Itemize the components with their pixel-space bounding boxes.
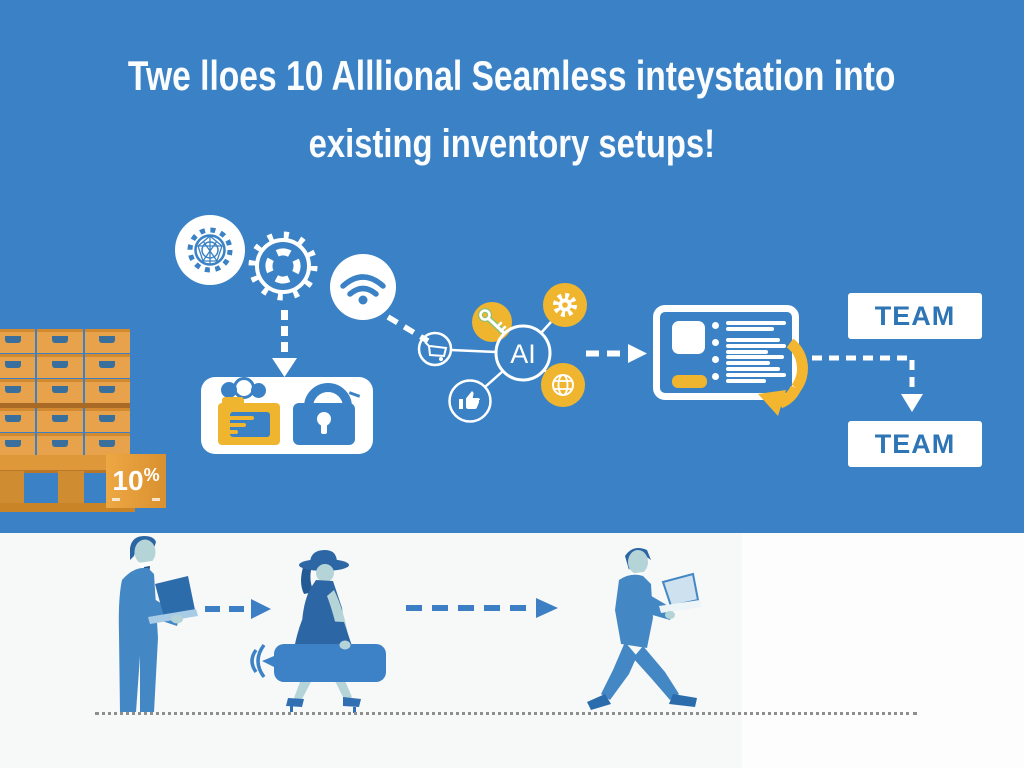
crate-stack-upper bbox=[0, 329, 130, 403]
standing-man-with-laptop bbox=[118, 536, 198, 712]
list-bullet bbox=[712, 373, 719, 380]
pallet-leg bbox=[58, 471, 84, 503]
wifi-icon bbox=[330, 254, 396, 320]
pallet-leg bbox=[0, 471, 24, 503]
badge-mark bbox=[112, 498, 120, 501]
padlock-icon bbox=[293, 403, 355, 445]
team-box-top: TEAM bbox=[848, 293, 982, 339]
list-bullet bbox=[712, 322, 719, 329]
hat-crown bbox=[310, 550, 337, 563]
mesh-gear-icon bbox=[175, 215, 245, 285]
walking-woman-with-briefcase bbox=[250, 550, 386, 713]
crate bbox=[0, 329, 36, 353]
list-line bbox=[726, 350, 768, 354]
walking-man-with-laptop bbox=[587, 548, 702, 710]
security-panel bbox=[201, 377, 373, 454]
wifi-glyph bbox=[340, 274, 386, 305]
dashed-connector-diagonal bbox=[386, 314, 430, 344]
crate bbox=[37, 354, 83, 378]
badge-mark bbox=[152, 498, 160, 501]
ai-label: AI bbox=[510, 339, 536, 369]
flow-arrow-2 bbox=[406, 598, 558, 618]
list-line bbox=[726, 338, 780, 342]
pallet-bottom-plank bbox=[0, 503, 135, 512]
list-line bbox=[726, 373, 786, 377]
checklist-panel-icon bbox=[653, 305, 799, 400]
crate bbox=[0, 354, 36, 378]
gear-icon bbox=[543, 283, 587, 327]
card-line bbox=[224, 430, 238, 434]
list-line bbox=[726, 367, 780, 371]
crate bbox=[37, 329, 83, 353]
list-line bbox=[726, 361, 770, 365]
card-line bbox=[224, 423, 246, 427]
laptop-screen bbox=[661, 572, 700, 608]
crate bbox=[0, 408, 36, 432]
folder-tab bbox=[222, 397, 244, 405]
team-label-bottom: TEAM bbox=[874, 428, 956, 459]
headline-line-2: existing inventory setups! bbox=[308, 122, 716, 166]
crate bbox=[84, 354, 130, 378]
thumbs-up-icon bbox=[448, 379, 492, 423]
crate bbox=[37, 408, 83, 432]
list-line bbox=[726, 327, 774, 331]
folder-documents-icon bbox=[218, 397, 280, 445]
dashboard-thumbnail bbox=[672, 321, 705, 354]
discount-percent: % bbox=[143, 464, 160, 485]
crate bbox=[84, 433, 130, 457]
team-connector-dashed bbox=[812, 355, 923, 412]
list-line bbox=[726, 321, 786, 325]
discount-number: 10 bbox=[112, 465, 144, 496]
mesh-gear-glyph bbox=[187, 227, 233, 273]
crate bbox=[84, 408, 130, 432]
list-line bbox=[726, 344, 786, 348]
signal-waves-icon bbox=[250, 648, 258, 674]
bottom-section-highlight bbox=[742, 533, 1024, 768]
list-bullet bbox=[712, 339, 719, 346]
shopping-cart-icon bbox=[417, 331, 453, 367]
refresh-arrow-icon bbox=[758, 338, 808, 416]
folder-card bbox=[224, 412, 270, 437]
ai-hub-cluster: AI bbox=[417, 283, 587, 423]
list-line bbox=[726, 379, 766, 383]
gear-outline-icon bbox=[248, 231, 318, 301]
headline-line-1: Twe lloes 10 Alllional Seamless inteysta… bbox=[128, 52, 896, 99]
keyhole-stem bbox=[321, 422, 327, 434]
arrow-down-dashed bbox=[272, 310, 297, 377]
crate bbox=[0, 433, 36, 457]
crate-stack-lower bbox=[0, 408, 130, 457]
briefcase bbox=[274, 644, 386, 682]
crate bbox=[84, 329, 130, 353]
flow-arrow-1 bbox=[205, 599, 271, 619]
key-icon bbox=[472, 302, 512, 342]
ai-hub-circle: AI bbox=[494, 324, 552, 382]
headline: Twe lloes 10 Alllional Seamless inteysta… bbox=[0, 52, 1024, 167]
crate bbox=[37, 433, 83, 457]
arrow-right-dashed bbox=[586, 344, 647, 363]
list-bullet bbox=[712, 356, 719, 363]
dashboard-yellow-pill bbox=[672, 375, 707, 388]
crate bbox=[0, 379, 36, 403]
card-line bbox=[224, 416, 254, 420]
laptop-screen bbox=[155, 576, 195, 617]
discount-badge: 10% bbox=[106, 454, 166, 508]
crate bbox=[84, 379, 130, 403]
padlock-tick bbox=[348, 391, 361, 398]
globe-icon bbox=[541, 363, 585, 407]
keyhole bbox=[317, 412, 331, 426]
crate bbox=[37, 379, 83, 403]
team-label-top: TEAM bbox=[874, 300, 956, 331]
magnifier-coin-icon bbox=[251, 383, 266, 398]
crate-shelf bbox=[0, 403, 130, 408]
list-line bbox=[726, 355, 784, 359]
team-box-bottom: TEAM bbox=[848, 421, 982, 467]
ground-dotted-line bbox=[95, 712, 917, 715]
laptop-base bbox=[659, 600, 702, 613]
